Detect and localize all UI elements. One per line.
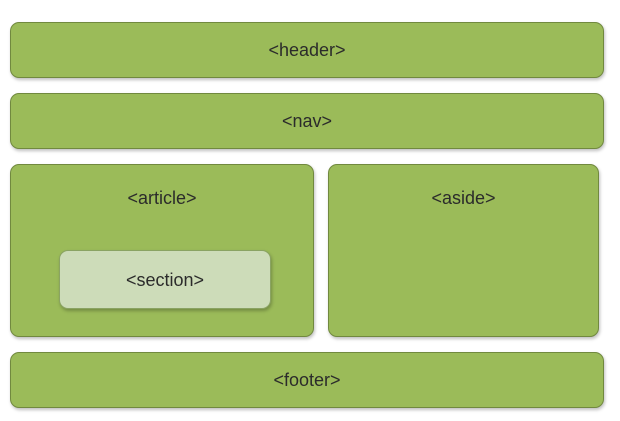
header-block: <header> bbox=[10, 22, 604, 78]
section-block: <section> bbox=[59, 250, 271, 309]
section-label: <section> bbox=[125, 269, 205, 290]
article-block: <article> <section> bbox=[10, 164, 314, 337]
footer-block: <footer> bbox=[10, 352, 604, 408]
footer-label: <footer> bbox=[273, 370, 341, 390]
nav-label: <nav> bbox=[281, 111, 333, 131]
header-label: <header> bbox=[268, 40, 346, 60]
nav-block: <nav> bbox=[10, 93, 604, 149]
aside-label: <aside> bbox=[431, 188, 496, 208]
article-label: <article> bbox=[127, 188, 197, 208]
aside-block: <aside> bbox=[328, 164, 599, 337]
